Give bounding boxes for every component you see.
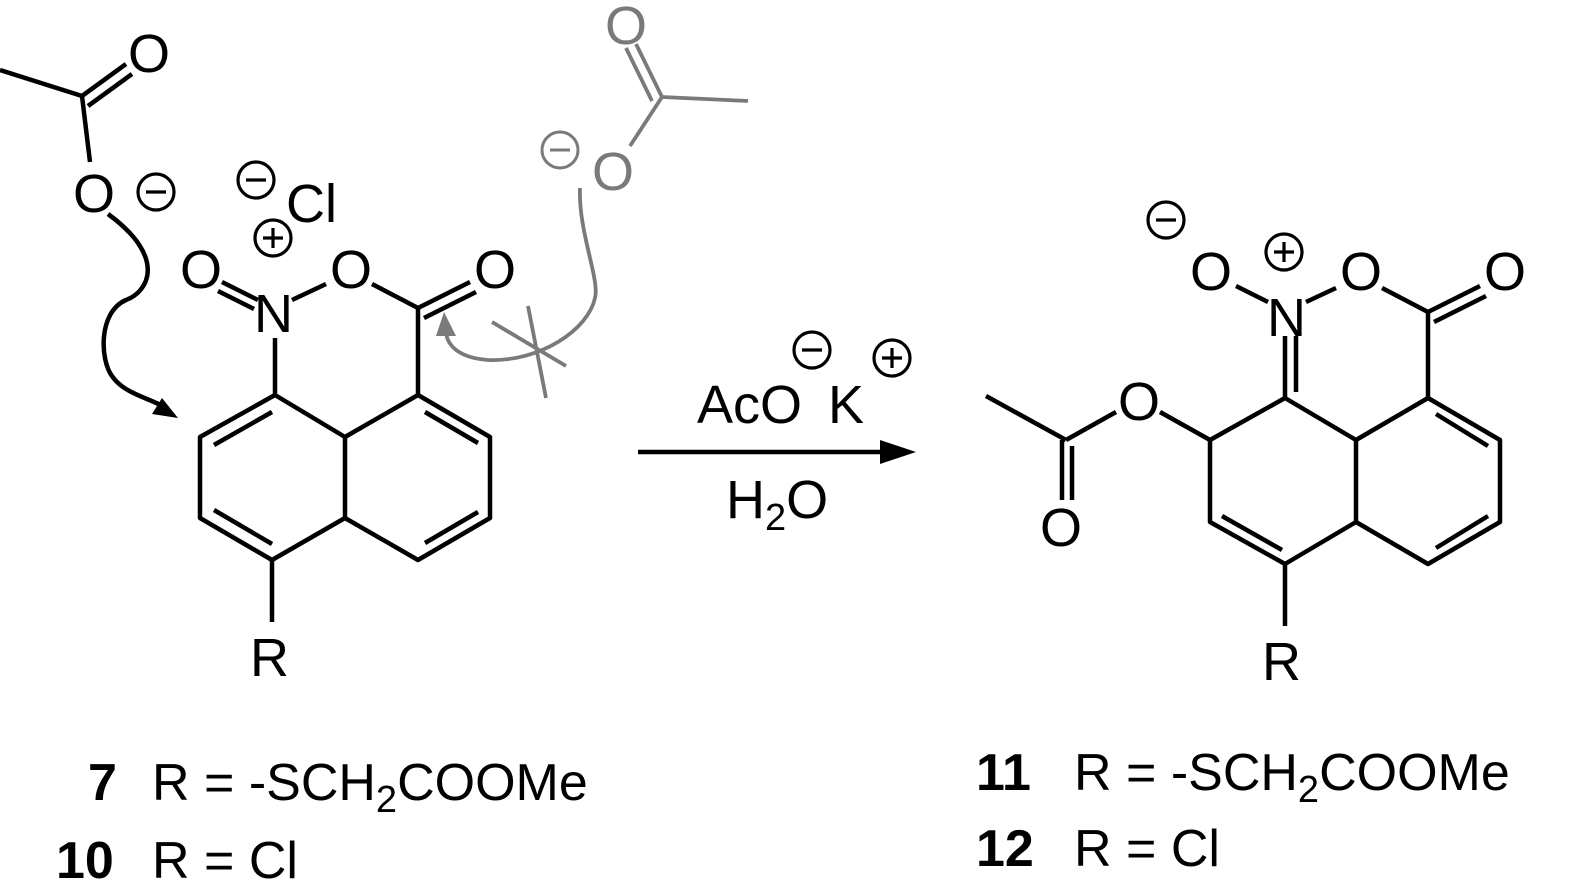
product-acyl-double-bond (1059, 440, 1075, 500)
negative-charge-icon (136, 172, 176, 212)
product-n-o-single-bond (1234, 283, 1270, 305)
product-r-group-label: R (1262, 632, 1301, 692)
product-acetoxy-carbonyl-oxygen-label: O (1040, 498, 1082, 558)
ester-oxygen-label: O (330, 240, 372, 300)
r-group-label: R (250, 628, 289, 688)
reagents: AcO K H2O (697, 330, 912, 539)
negative-charge-icon (540, 130, 580, 170)
positive-charge-icon (1264, 232, 1304, 272)
product-left-ring-bonds (1207, 395, 1359, 567)
caption-compound-11: 11 R = -SCH2COOMe (976, 744, 1510, 811)
compound-number: 12 (976, 820, 1034, 878)
compound-r-definition: R = Cl (152, 832, 298, 889)
right-ring-double-2 (423, 510, 480, 545)
grey-curved-arrow (444, 187, 598, 362)
product-ester-oxygen-label: O (1340, 242, 1382, 302)
acetate-co-double-bond (80, 62, 134, 108)
potassium-label: K (828, 375, 864, 435)
product-right-ring-bonds (1354, 395, 1503, 567)
left-ring-double-1 (212, 410, 274, 447)
grey-carbonyl-oxygen-label: O (605, 0, 647, 56)
compound-number: 7 (88, 754, 117, 812)
grey-acetate-co-double-bond (624, 43, 664, 102)
right-ring-bonds (343, 392, 493, 563)
product-o-n-bond (1305, 285, 1337, 305)
product-right-ring-double-1 (1434, 412, 1490, 448)
negative-charge-icon (1146, 200, 1186, 240)
product-carbonyl-ester-o-bond (1380, 286, 1430, 314)
grey-acetate-co-single-bond (628, 95, 664, 148)
product: O N O O O O R (984, 200, 1526, 692)
carbonyl-ester-o-bond (370, 282, 420, 310)
left-ring-bonds (197, 392, 348, 563)
grey-acetate-methyl-bond (661, 95, 749, 103)
ester-o-n-bond (291, 281, 327, 303)
product-o-acyl-bond (1064, 410, 1118, 442)
caption-compound-12: 12 R = Cl (976, 820, 1220, 878)
compound-number: 10 (56, 832, 114, 889)
acetate-methyl-bond (0, 67, 83, 99)
acetate-nucleophile: O O (0, 24, 178, 418)
acetate-co-single-bond (79, 95, 93, 163)
carbonyl-oxygen-label: O (474, 240, 516, 300)
chloride-label: Cl (286, 174, 337, 234)
positive-charge-icon (253, 218, 293, 258)
negative-charge-icon (792, 330, 832, 370)
acetate-reagent-label: AcO (697, 375, 802, 435)
grey-acetate-oxygen-label: O (592, 142, 634, 202)
product-right-ring-double-2 (1434, 514, 1490, 550)
blocked-cross-icon (491, 305, 567, 399)
acetate-carbonyl-oxygen-label: O (128, 24, 170, 84)
compound-r-definition: R = -SCH2COOMe (152, 754, 588, 821)
starting-material: O N O O R Cl (180, 160, 516, 688)
product-c-n-double-bond (1282, 336, 1299, 398)
compound-number: 11 (976, 744, 1031, 802)
product-n-oxide-oxygen-label: O (1190, 242, 1232, 302)
curved-attack-arrow (101, 212, 168, 410)
product-left-ring-double (1220, 514, 1284, 552)
nitroso-oxygen-label: O (180, 240, 222, 300)
product-nitrogen-label: N (1267, 288, 1306, 348)
compound-r-definition: R = Cl (1074, 820, 1220, 878)
product-carbonyl-double-bond (1426, 283, 1488, 325)
caption-compound-7: 7 R = -SCH2COOMe (88, 754, 588, 821)
disfavored-acetate-path: O O (436, 0, 749, 399)
negative-charge-icon (236, 160, 276, 200)
product-carbonyl-oxygen-label: O (1484, 242, 1526, 302)
product-c2-o-bond (1158, 410, 1212, 442)
carbonyl-double-bond (416, 279, 478, 321)
n-o-double-bond (216, 279, 260, 312)
nitrogen-label: N (254, 284, 293, 344)
product-acyl-methyl-bond (984, 394, 1068, 442)
reaction-arrow (638, 440, 916, 464)
positive-charge-icon (872, 338, 912, 378)
product-acetoxy-oxygen-label: O (1118, 372, 1160, 432)
reaction-arrowhead-icon (880, 440, 916, 464)
grey-arrowhead-icon (436, 312, 456, 336)
left-ring-double-2 (212, 508, 274, 546)
water-label: H2O (726, 470, 828, 539)
right-ring-double-1 (423, 410, 480, 445)
arrowhead-icon (152, 398, 178, 418)
compound-r-definition: R = -SCH2COOMe (1074, 744, 1510, 811)
caption-compound-10: 10 R = Cl (56, 832, 298, 889)
